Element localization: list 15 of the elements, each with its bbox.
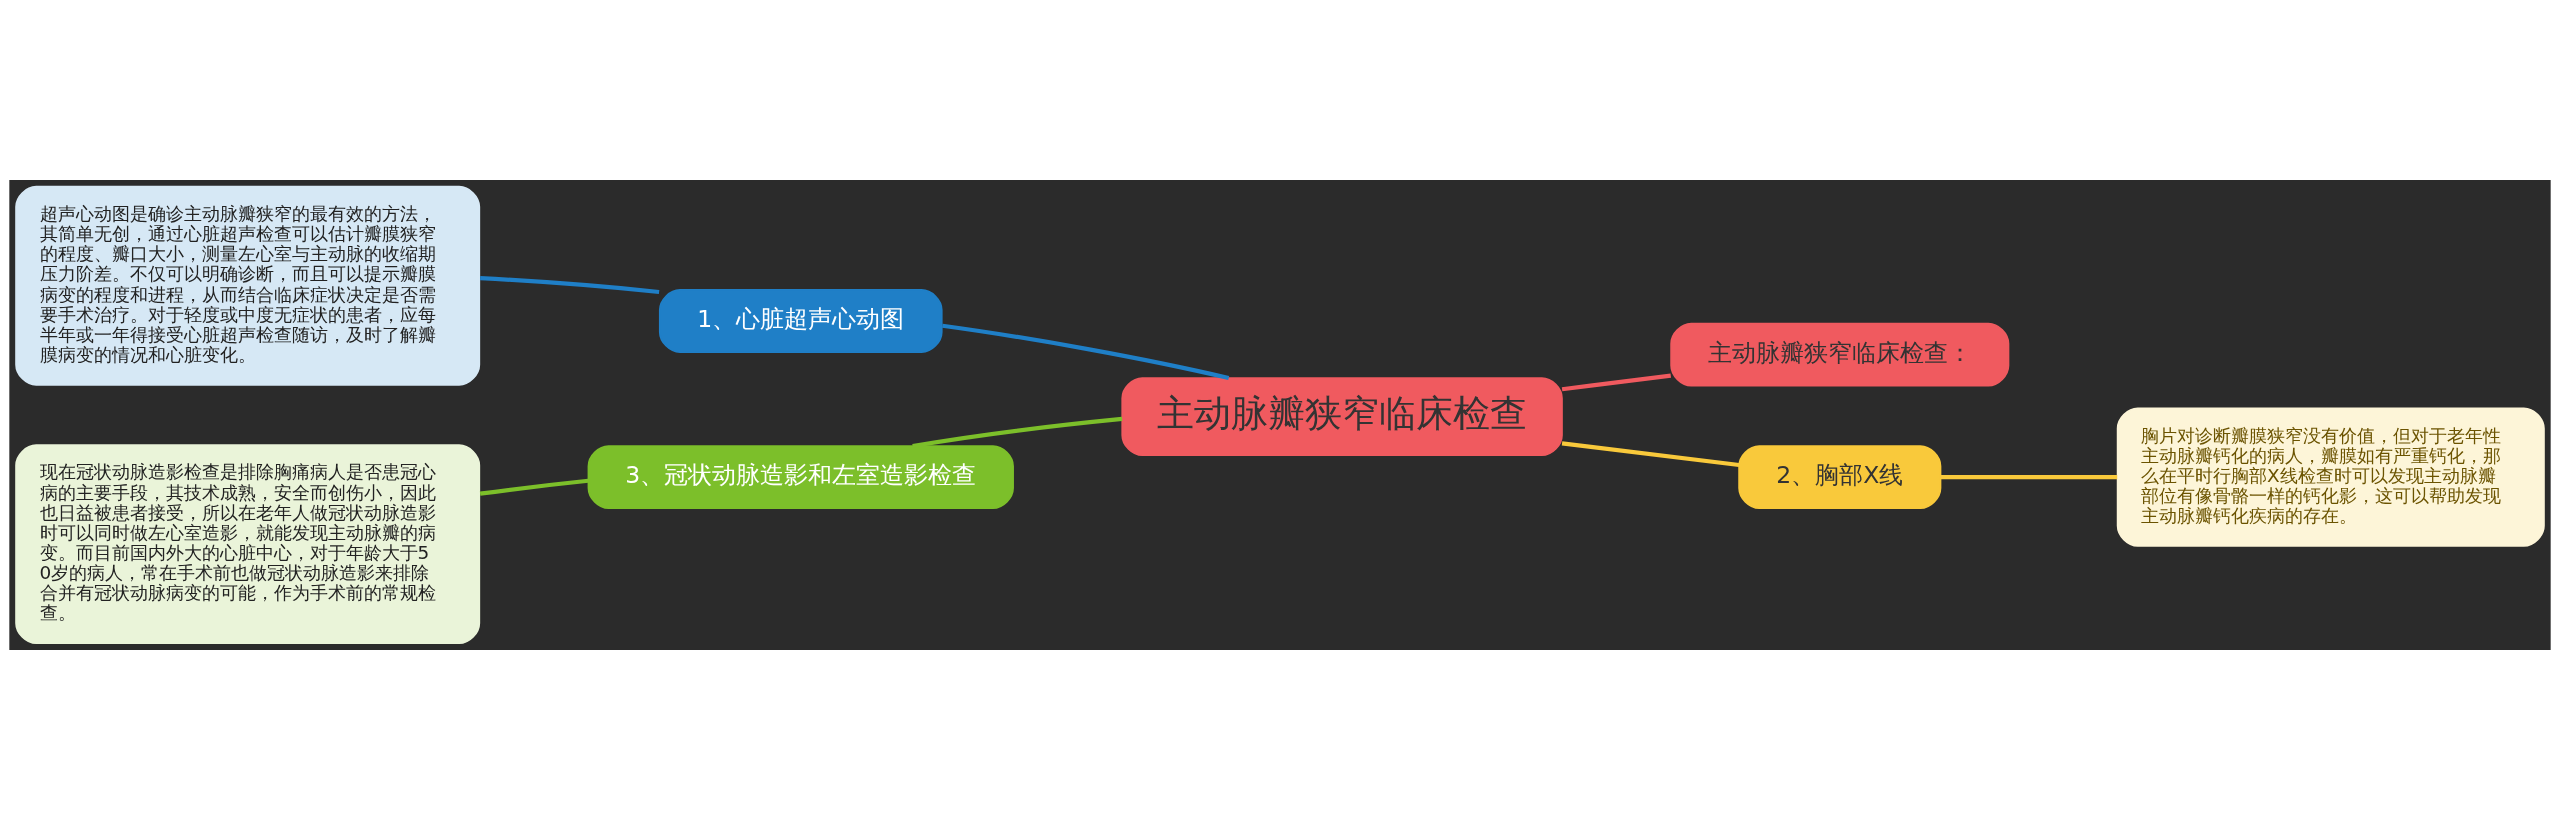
node-box: 2、胸部X线 (1738, 445, 1942, 509)
node-box: 主动脉瓣狭窄临床检查： (1670, 322, 2010, 387)
connector (480, 276, 660, 295)
connector (942, 323, 1230, 381)
connector (1561, 441, 1740, 468)
connector (912, 416, 1123, 449)
connector (1940, 475, 2118, 480)
connector (1561, 373, 1672, 392)
node-box: 现在冠状动脉造影检查是排除胸痛病人是否患冠心病的主要手段，其技术成熟，安全而创伤小，因此也日益被患者接受，所以在老年人做冠状动脉造影时可以同时做左心室造影，就能发现主动脉瓣的病变。而目前国内外大的心脏中心，对于年龄大于50岁的病人，常在手术前也做冠状动脉造影来排除合并有冠状动脉病变的可能，作为手术前的常规检查。 (15, 444, 481, 645)
connector (479, 478, 589, 496)
node-box: 主动脉瓣狭窄临床检查 (1121, 377, 1563, 457)
node-box: 3、冠状动脉造影和左室造影检查 (587, 445, 1014, 509)
node-box: 超声心动图是确诊主动脉瓣狭窄的最有效的方法，其简单无创，通过心脏超声检查可以估计瓣膜狭窄的程度、瓣口大小，测量左心室与主动脉的收缩期压力阶差。不仅可以明确诊断，而且可以提示瓣膜病变的程度和进程，从而结合临床症状决定是否需要手术治疗。对于轻度或中度无症状的患者，应每半年或一年得接受心脏超声检查随访，及时了解瓣膜病变的情况和心脏变化。 (15, 185, 481, 386)
node-box: 胸片对诊断瓣膜狭窄没有价值，但对于老年性主动脉瓣钙化的病人，瓣膜如有严重钙化，那么在平时行胸部X线检查时可以发现主动脉瓣部位有像骨骼一样的钙化影，这可以帮助发现主动脉瓣钙化疾病的存在。 (2116, 407, 2545, 547)
node-box: 1、心脏超声心动图 (658, 289, 943, 353)
